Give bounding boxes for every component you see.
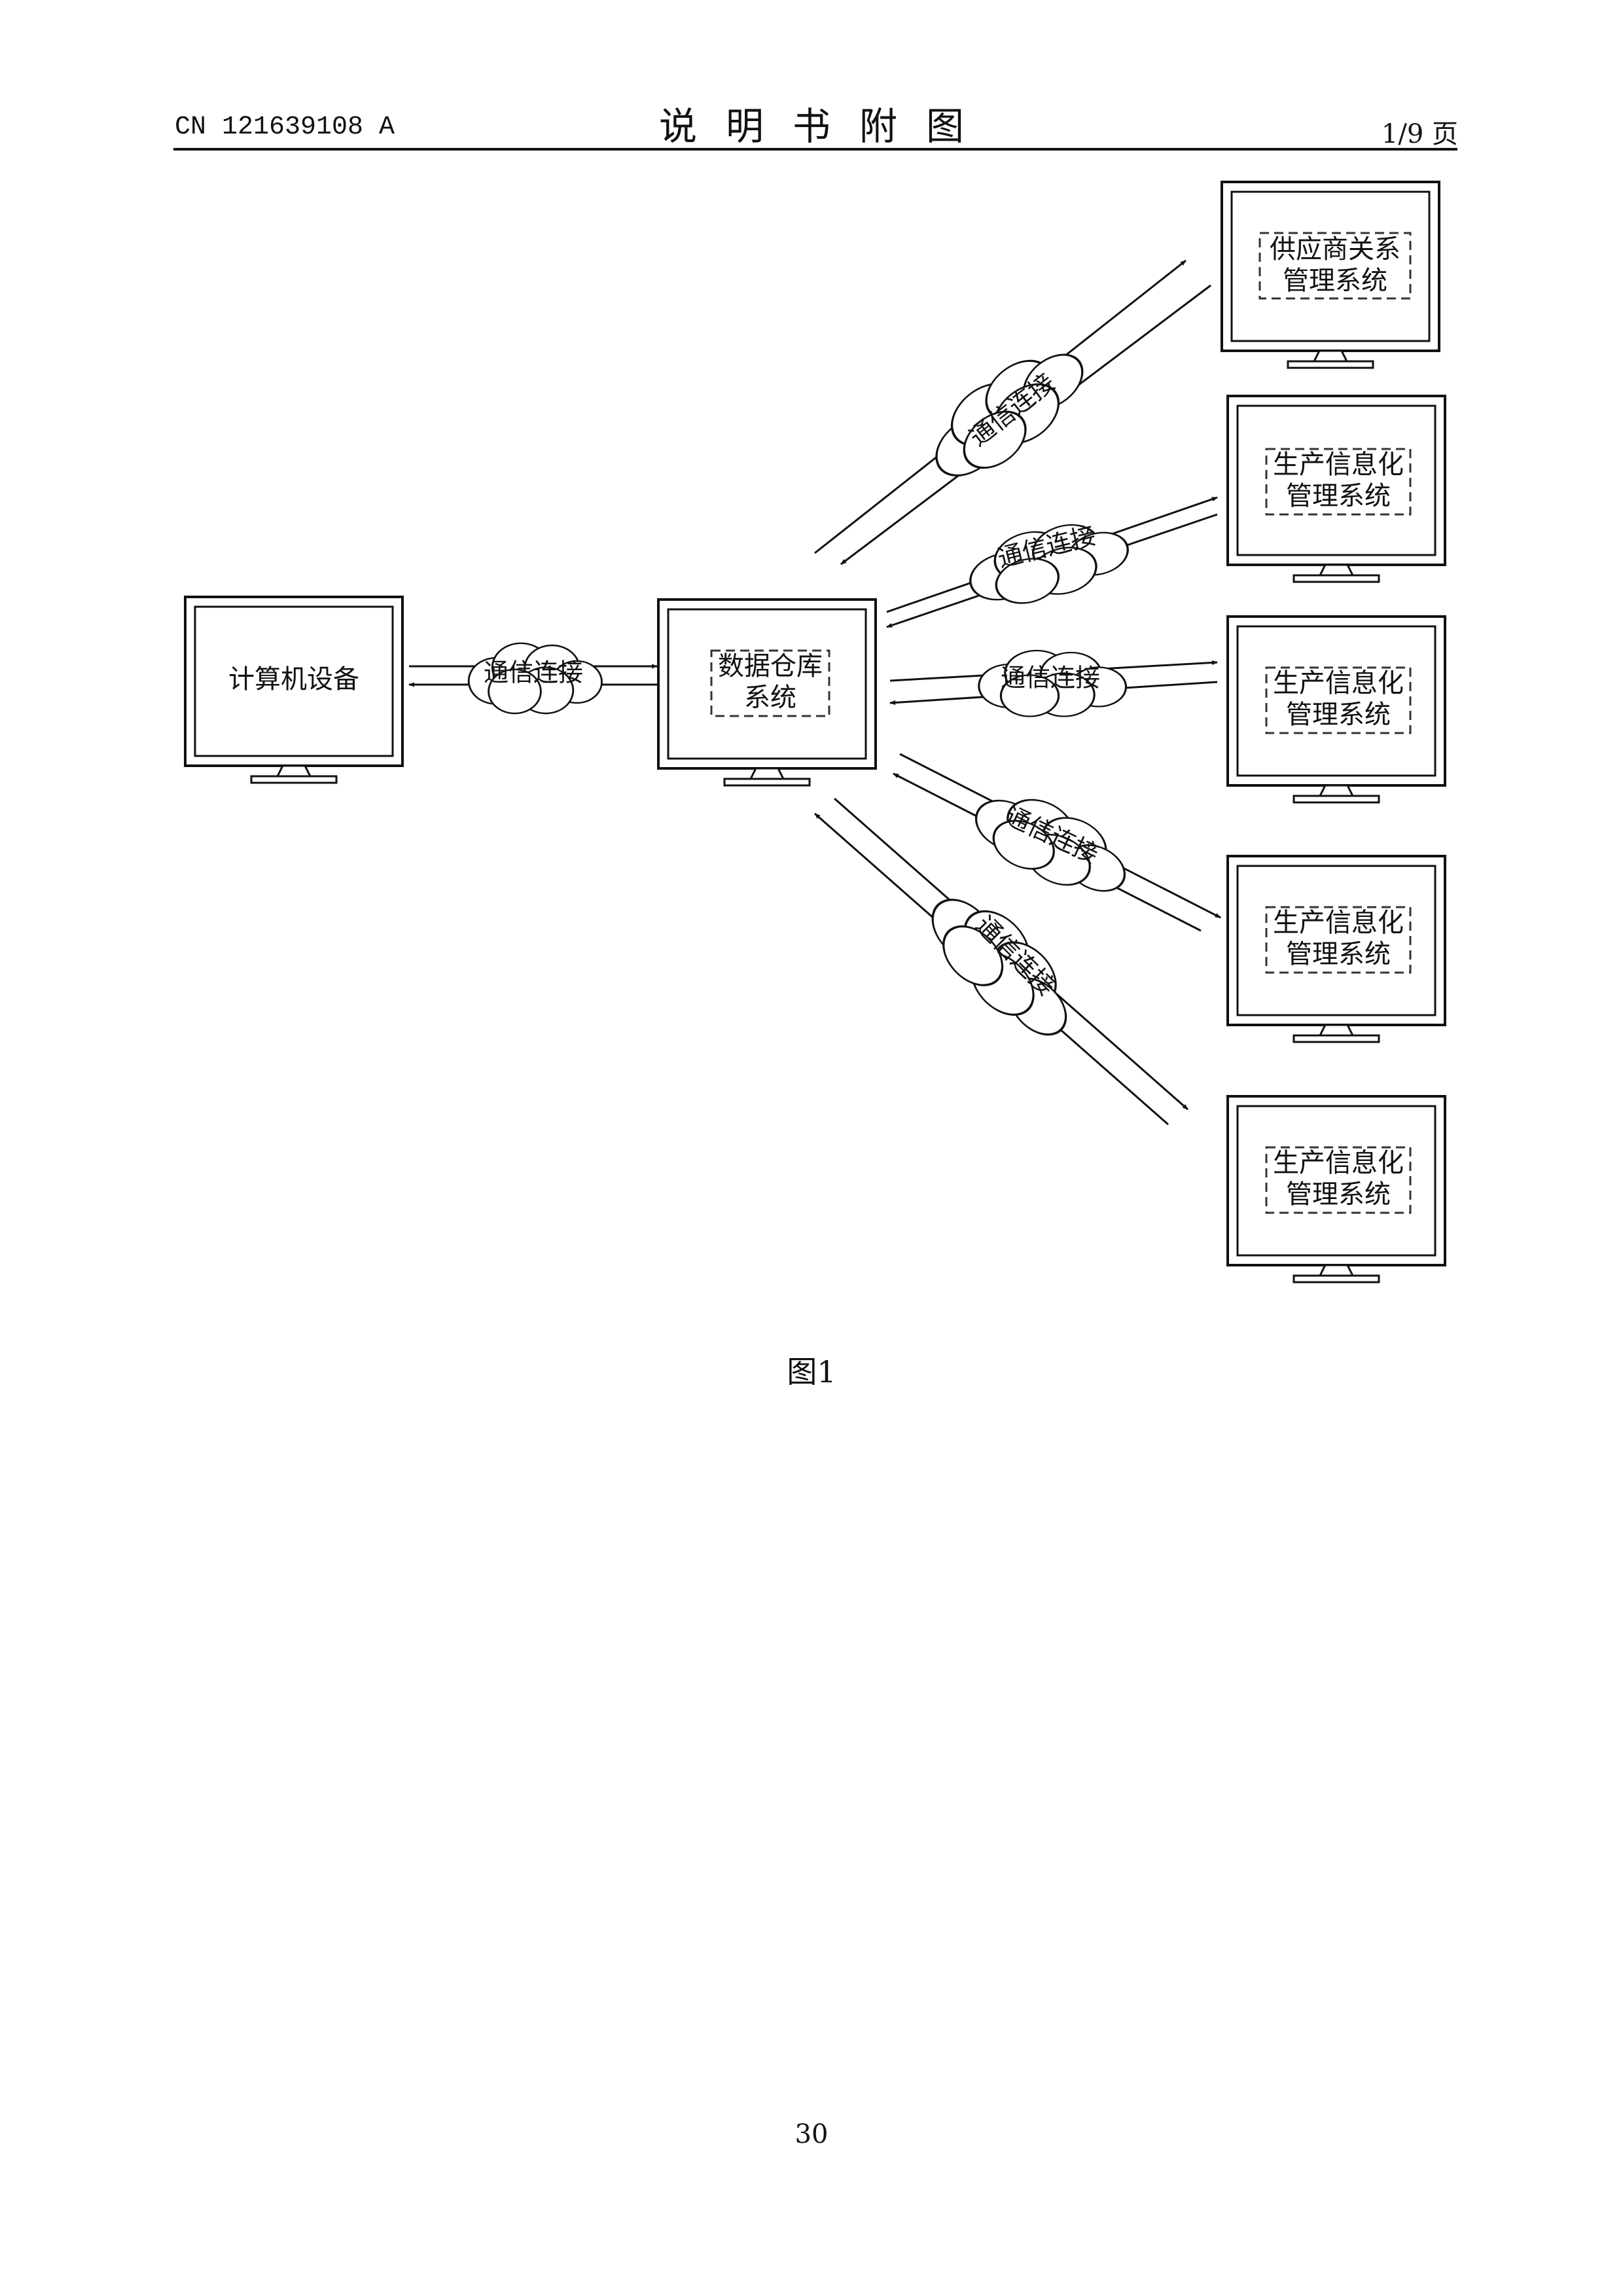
link-label-production-2: 通信连接: [1001, 664, 1100, 692]
warehouse-label-line2: 系统: [744, 683, 796, 713]
system-diagram: 通信连接 通信连接 通信连接 通信连接 通信连接 通信连接 计算机设备 数据仓库…: [0, 0, 1623, 1342]
production-3-label-line1: 生产信息化: [1273, 908, 1404, 938]
warehouse-label-line1: 数据仓库: [718, 651, 823, 681]
production-4-label-line2: 管理系统: [1286, 1179, 1391, 1210]
production-2-label-line2: 管理系统: [1286, 700, 1391, 730]
production-3-label-line2: 管理系统: [1286, 939, 1391, 969]
production-1-label-line1: 生产信息化: [1273, 450, 1404, 480]
production-2-label-line1: 生产信息化: [1273, 668, 1404, 698]
link-label-computer: 通信连接: [484, 658, 583, 687]
supplier-label-line2: 管理系统: [1283, 266, 1387, 296]
page-number: 30: [0, 2119, 1623, 2149]
production-4-label-line1: 生产信息化: [1273, 1148, 1404, 1178]
cloud-production-link-1: [962, 510, 1135, 615]
computer-device-label: 计算机设备: [228, 664, 359, 694]
figure-caption: 图1: [0, 1348, 1623, 1391]
supplier-label-line1: 供应商关系: [1270, 234, 1400, 264]
cloud-production-link-4: [914, 877, 1090, 1054]
production-1-label-line2: 管理系统: [1286, 481, 1391, 511]
